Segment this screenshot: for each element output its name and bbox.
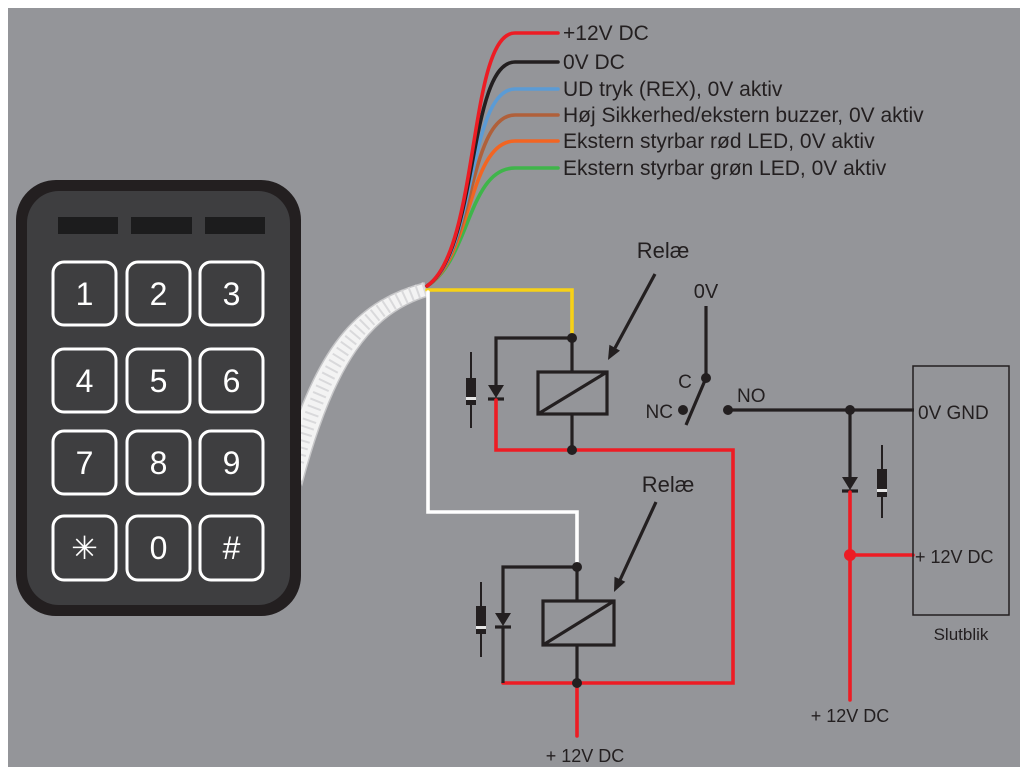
wire-label-buzzer: Høj Sikkerhed/ekstern buzzer, 0V aktiv — [563, 104, 924, 127]
key-0-label: 0 — [150, 530, 168, 566]
switch-nc-terminal — [678, 405, 688, 415]
switch-common-label: 0V — [694, 281, 719, 303]
switch-c-terminal — [701, 373, 711, 383]
key-2 — [125, 260, 192, 327]
relay-1-top-junction — [567, 333, 577, 343]
key-hash-label: # — [223, 530, 241, 566]
wire-label-rex: UD tryk (REX), 0V aktiv — [563, 78, 783, 101]
key-7-label: 7 — [76, 445, 94, 481]
key-1 — [51, 260, 118, 327]
key-4 — [51, 347, 118, 414]
relay-1-diode-component-band — [466, 397, 476, 400]
key-2-label: 2 — [150, 276, 168, 312]
keypad-led-3 — [205, 217, 265, 234]
key-5 — [125, 347, 192, 414]
keypad-led-1 — [58, 217, 118, 234]
switch-no-label: NO — [737, 386, 766, 407]
key-hash — [198, 514, 265, 582]
relay-2-top-junction — [572, 562, 582, 572]
key-3-label: 3 — [223, 276, 241, 312]
wire-yellow — [425, 288, 574, 338]
relay-1-label: Relæ — [637, 238, 690, 263]
relay-supply-label: + 12V DC — [546, 746, 625, 766]
lock-diode-symbol — [842, 477, 858, 490]
relay-1-arrow-shaft — [613, 273, 657, 349]
key-3 — [198, 260, 265, 327]
switch-nc-label: NC — [646, 402, 673, 423]
keypad-face — [27, 191, 290, 605]
lock-gnd-label: 0V GND — [918, 403, 989, 424]
relay-2-diode-symbol — [495, 613, 511, 626]
relay-1-coil — [536, 370, 609, 416]
lock-title: Slutblik — [934, 625, 989, 644]
key-4-label: 4 — [76, 363, 94, 399]
relay-2-diode-component-body — [476, 606, 486, 634]
key-0 — [125, 514, 192, 582]
relay-1-coil-diagonal — [537, 370, 608, 416]
keypad: 1 2 3 4 5 6 7 8 9 ✳ 0 # — [16, 180, 301, 616]
wire-label-12v: +12V DC — [563, 22, 649, 45]
relay-2-arrow-shaft — [618, 501, 658, 581]
keypad-led-2 — [131, 217, 192, 234]
lock-diode-component-band — [877, 489, 887, 492]
key-1-label: 1 — [76, 276, 94, 312]
lock-supply-label: + 12V DC — [811, 706, 890, 726]
key-5-label: 5 — [150, 363, 168, 399]
relay-1-arrow-head — [608, 344, 620, 360]
switch-arm — [684, 377, 708, 426]
lock-supply-junction — [844, 549, 856, 561]
relay-1-diode-component-body — [466, 378, 476, 405]
key-7 — [51, 429, 118, 496]
lock-diode-component-body — [877, 469, 887, 497]
key-6 — [198, 347, 265, 414]
lock-supply-lead — [848, 490, 915, 702]
relay-2-wiring — [501, 565, 579, 683]
wire-label-green-led: Ekstern styrbar grøn LED, 0V aktiv — [563, 157, 887, 180]
relay-2-bottom-junction — [572, 678, 582, 688]
key-8 — [125, 429, 192, 496]
wire-red — [425, 31, 560, 288]
key-9-label: 9 — [223, 445, 241, 481]
wire-label-0v: 0V DC — [563, 51, 625, 74]
lock-supply-terminal-label: + 12V DC — [915, 547, 994, 567]
switch-c-label: C — [678, 372, 692, 393]
relay-2-label: Relæ — [642, 472, 695, 497]
relay-2-diode-component-band — [476, 626, 486, 629]
relay-2-arrow-head — [614, 576, 626, 592]
key-8-label: 8 — [150, 445, 168, 481]
lock-box — [912, 365, 1010, 616]
key-star-label: ✳ — [71, 530, 98, 566]
relay-2-coil — [541, 599, 616, 647]
key-6-label: 6 — [223, 363, 241, 399]
relay-2-coil-diagonal — [542, 599, 615, 647]
wire-label-red-led: Ekstern styrbar rød LED, 0V aktiv — [563, 130, 875, 153]
relay-1-diode-symbol — [488, 385, 504, 398]
relay-1-top-wiring — [494, 336, 574, 450]
wire-white — [426, 290, 579, 567]
red-supply-loop — [494, 398, 735, 685]
relay-1-bottom-junction — [567, 445, 577, 455]
key-9 — [198, 429, 265, 496]
key-star — [51, 514, 118, 582]
